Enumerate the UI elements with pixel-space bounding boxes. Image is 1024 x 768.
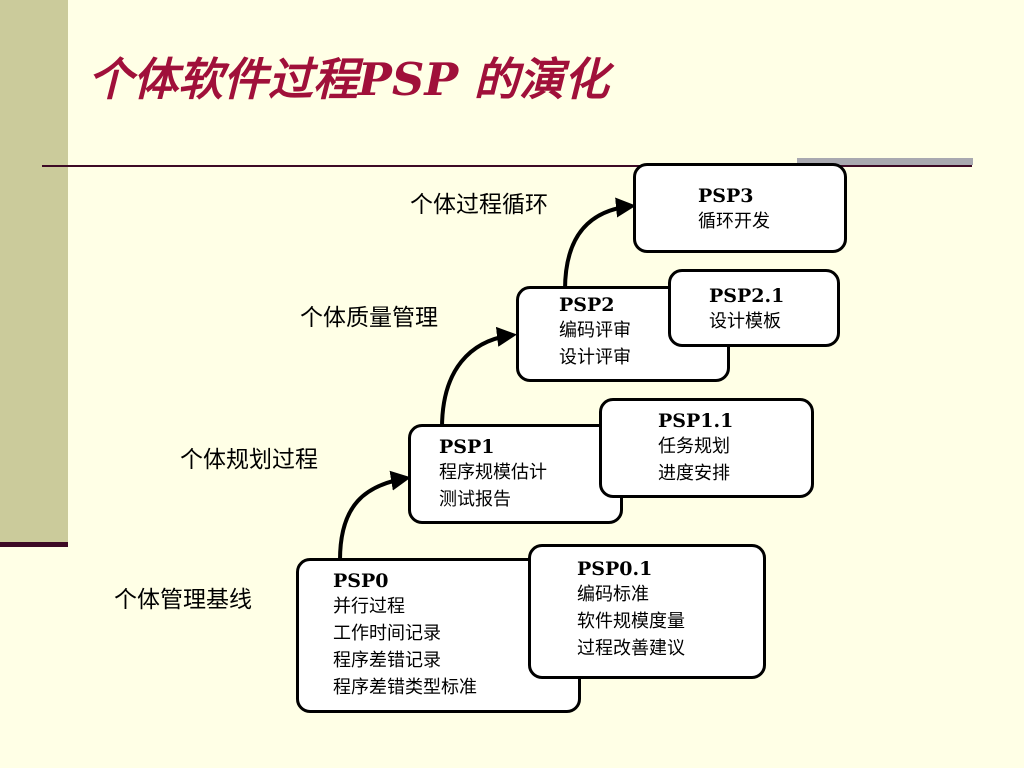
box-psp0-line: 程序差错类型标准	[333, 677, 477, 698]
slide-title: 个体软件过程PSP 的演化	[88, 53, 609, 106]
box-psp2-1-title: PSP2.1	[709, 285, 785, 307]
box-psp0-line: 程序差错记录	[333, 650, 441, 671]
box-psp0-line: 并行过程	[333, 596, 405, 617]
box-psp1-1-line: 任务规划	[658, 436, 730, 457]
stage-label-planning: 个体规划过程	[180, 447, 318, 473]
box-psp3-title: PSP3	[698, 185, 754, 207]
box-psp3: PSP3 循环开发	[633, 163, 847, 253]
stage-label-cycle: 个体过程循环	[410, 192, 548, 218]
title-rule	[42, 165, 972, 167]
box-psp0-1-line: 过程改善建议	[577, 638, 685, 659]
box-psp2-1: PSP2.1 设计模板	[668, 269, 840, 347]
arrow-psp2-to-psp3	[563, 197, 636, 291]
left-decor-bar	[0, 0, 68, 546]
box-psp2-line: 设计评审	[559, 347, 631, 368]
box-psp0-1-line: 软件规模度量	[577, 611, 685, 632]
left-decor-rule	[0, 542, 68, 547]
box-psp2-line: 编码评审	[559, 320, 631, 341]
box-psp3-line: 循环开发	[698, 211, 770, 232]
box-psp1-line: 程序规模估计	[439, 462, 547, 483]
box-psp0-line: 工作时间记录	[333, 623, 441, 644]
box-psp1-line: 测试报告	[439, 489, 511, 510]
arrow-psp0-to-psp1	[338, 470, 411, 561]
box-psp1-title: PSP1	[439, 436, 495, 458]
box-psp0-title: PSP0	[333, 570, 389, 592]
box-psp1: PSP1 程序规模估计 测试报告	[408, 424, 623, 524]
arrow-psp1-to-psp2	[440, 326, 517, 429]
box-psp2-title: PSP2	[559, 294, 615, 316]
stage-label-baseline: 个体管理基线	[114, 587, 252, 613]
box-psp1-1: PSP1.1 任务规划 进度安排	[599, 398, 814, 498]
box-psp1-1-line: 进度安排	[658, 463, 730, 484]
box-psp0-1-title: PSP0.1	[577, 558, 653, 580]
box-psp1-1-title: PSP1.1	[658, 410, 734, 432]
box-psp2-1-line: 设计模板	[709, 311, 781, 332]
stage-label-quality: 个体质量管理	[300, 305, 438, 331]
title-rule-accent	[797, 158, 973, 165]
box-psp0-1: PSP0.1 编码标准 软件规模度量 过程改善建议	[528, 544, 766, 679]
box-psp0-1-line: 编码标准	[577, 584, 649, 605]
